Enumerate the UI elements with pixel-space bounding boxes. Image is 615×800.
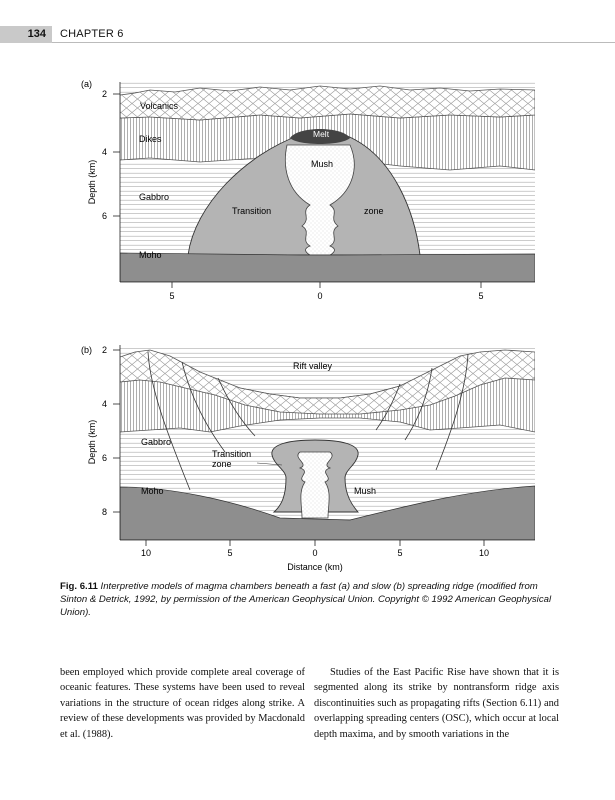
melt-lens bbox=[290, 129, 350, 144]
xtick-b-0: 0 bbox=[312, 548, 317, 558]
figure-caption: Fig. 6.11 Interpretive models of magma c… bbox=[60, 580, 560, 619]
transition-leader bbox=[256, 462, 283, 466]
caption-label: Fig. 6.11 bbox=[60, 581, 98, 592]
label-moho-a: Moho bbox=[139, 250, 162, 260]
label-rift-valley: Rift valley bbox=[293, 361, 333, 371]
xtick-a-right: 5 bbox=[478, 291, 483, 301]
mantle-layer-b bbox=[120, 485, 535, 540]
ytick-a-4: 4 bbox=[102, 147, 107, 157]
xtick-b-5-left: 5 bbox=[227, 548, 232, 558]
ytick-b-4: 4 bbox=[102, 399, 107, 409]
xtick-a-center: 0 bbox=[317, 291, 322, 301]
panel-a-ylabel: Depth (km) bbox=[87, 160, 97, 205]
panel-a-yticks: 2 4 6 bbox=[102, 89, 120, 221]
mantle-layer bbox=[120, 252, 535, 282]
panel-a-xticks: 5 0 5 bbox=[169, 282, 484, 301]
mush-zone-b bbox=[297, 451, 333, 519]
xtick-b-10-right: 10 bbox=[479, 548, 489, 558]
label-gabbro: Gabbro bbox=[139, 192, 169, 202]
caption-text: Interpretive models of magma chambers be… bbox=[60, 581, 552, 618]
label-dikes: Dikes bbox=[139, 134, 162, 144]
ytick-b-2: 2 bbox=[102, 345, 107, 355]
ytick-b-6: 6 bbox=[102, 453, 107, 463]
xtick-a-left: 5 bbox=[169, 291, 174, 301]
ytick-b-8: 8 bbox=[102, 507, 107, 517]
page-header: 134 CHAPTER 6 bbox=[0, 26, 615, 43]
fault-lines bbox=[147, 351, 469, 491]
label-melt: Melt bbox=[313, 129, 330, 139]
xtick-b-10-left: 10 bbox=[141, 548, 151, 558]
panel-b-ylabel: Depth (km) bbox=[87, 420, 97, 465]
label-moho-b: Moho bbox=[141, 486, 164, 496]
label-volcanics: Volcanics bbox=[140, 101, 179, 111]
ytick-a-6: 6 bbox=[102, 211, 107, 221]
body-text-left: been employed which provide complete are… bbox=[60, 667, 305, 740]
page-number: 134 bbox=[0, 26, 52, 43]
panel-b-yticks: 2 4 6 8 bbox=[102, 345, 120, 517]
panel-a-label: (a) bbox=[81, 79, 92, 89]
panel-b-xlabel: Distance (km) bbox=[287, 562, 343, 572]
label-zone-b: zone bbox=[212, 459, 232, 469]
chapter-title: CHAPTER 6 bbox=[60, 28, 124, 40]
figure-6-11: (a) 2 4 6 bbox=[81, 79, 535, 572]
label-mush-b: Mush bbox=[354, 486, 376, 496]
panel-b-xticks: 10 5 0 5 10 bbox=[141, 540, 489, 558]
body-text-right: Studies of the East Pacific Rise have sh… bbox=[314, 667, 559, 740]
panel-a: (a) 2 4 6 bbox=[81, 79, 535, 301]
header-rule bbox=[52, 42, 615, 43]
volcanics-layer-b bbox=[120, 349, 535, 415]
label-gabbro-b: Gabbro bbox=[141, 437, 171, 447]
label-transition-b: Transition bbox=[212, 449, 251, 459]
label-zone: zone bbox=[364, 206, 384, 216]
label-mush: Mush bbox=[311, 159, 333, 169]
panel-b-label: (b) bbox=[81, 345, 92, 355]
volcanics-layer bbox=[120, 85, 535, 121]
ytick-a-2: 2 bbox=[102, 89, 107, 99]
xtick-b-5-right: 5 bbox=[397, 548, 402, 558]
panel-b: (b) bbox=[81, 345, 535, 572]
label-transition: Transition bbox=[232, 206, 271, 216]
